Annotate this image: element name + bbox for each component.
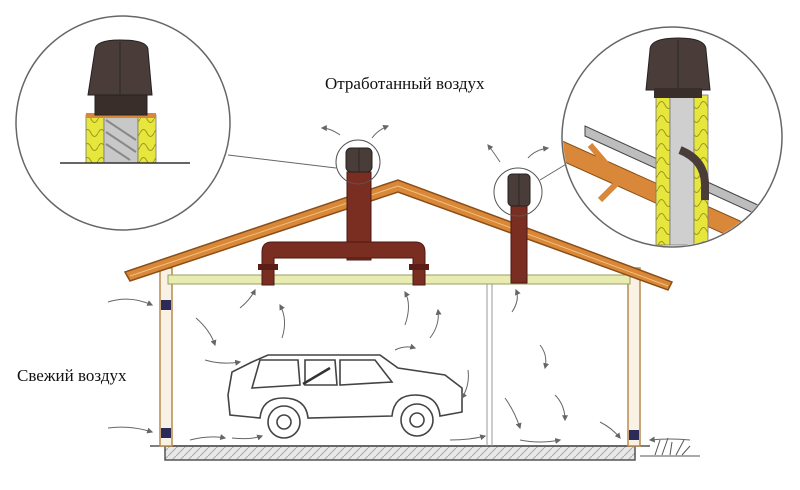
airflow-arrows: [107, 124, 691, 444]
wall-vent-right: [629, 430, 639, 440]
detail-circle-left: [15, 15, 231, 231]
exhaust-pipe-system: [258, 139, 429, 286]
exhaust-pipe-right: [493, 167, 543, 284]
detail-circle-right: [561, 26, 783, 248]
car-outline: [227, 354, 463, 439]
exhaust-air-label: Отработанный воздух: [325, 74, 485, 93]
wall-vent-lower: [161, 428, 171, 438]
walls: [159, 267, 641, 447]
ceiling-beam: [167, 274, 631, 285]
callout-line-left: [227, 154, 337, 169]
foundation: [150, 445, 650, 461]
fresh-air-label: Свежий воздух: [17, 366, 127, 385]
grass-icon: [640, 437, 700, 457]
wall-vent-upper: [161, 300, 171, 310]
